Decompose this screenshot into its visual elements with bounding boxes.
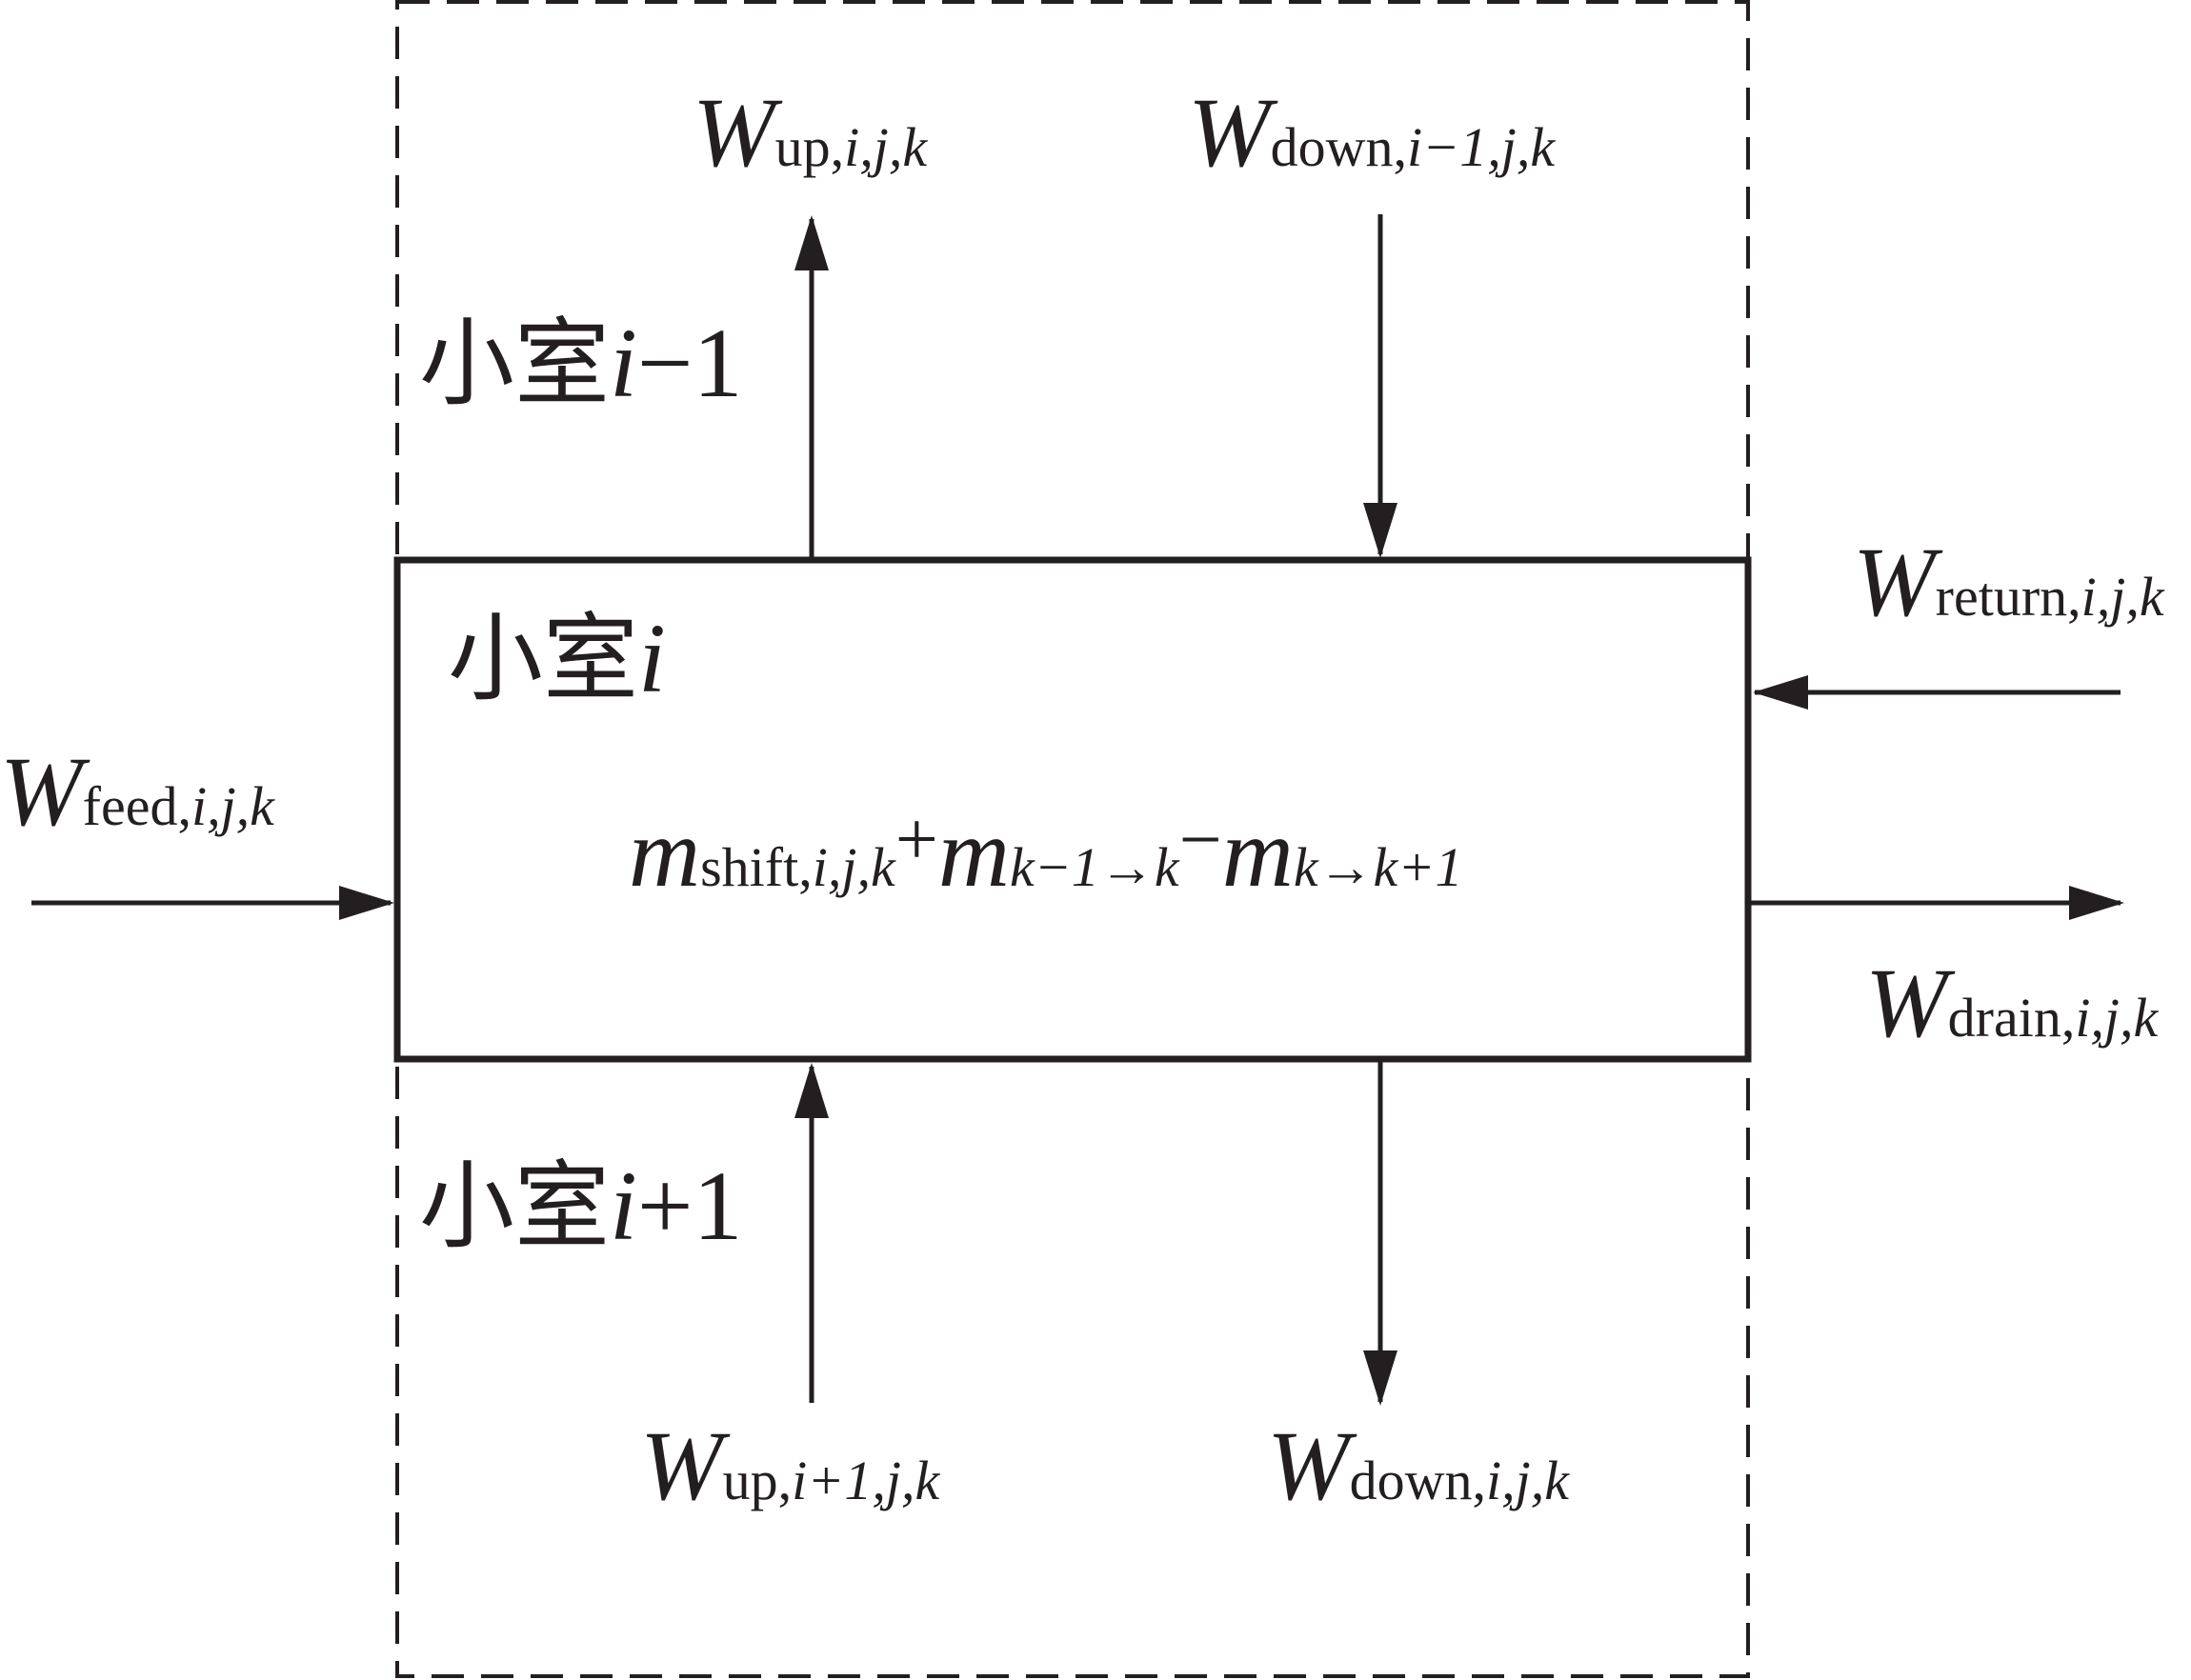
cell-box (393, 556, 1752, 1063)
label-center-cell: 小室i (448, 603, 666, 714)
label-w-feed-in: Wfeed,i,j,k (0, 737, 274, 847)
label-w-down-in: Wdown,i−1,j,k (1188, 78, 1556, 188)
label-w-up-out: Wup,i,j,k (693, 78, 928, 188)
arrowhead-down-out (1363, 1350, 1397, 1406)
arrowhead-feed-in (339, 886, 394, 920)
label-w-return-in: Wreturn,i,j,k (1853, 528, 2164, 637)
arrowhead-drain-out (2069, 886, 2124, 920)
arrowhead-return-in (1753, 675, 1808, 710)
label-w-up-in: Wup,i+1,j,k (640, 1411, 940, 1521)
mass-balance-equation: mshift,i,j,k+mk−1→k−mk→k+1 (629, 798, 1463, 908)
label-lower-cell: 小室i+1 (419, 1150, 743, 1262)
arrowhead-down-in (1363, 503, 1397, 558)
label-upper-cell: 小室i−1 (419, 308, 743, 419)
arrowhead-up-out (794, 215, 829, 270)
label-w-drain-out: Wdrain,i,j,k (1865, 949, 2159, 1058)
arrowhead-up-in (794, 1063, 829, 1118)
label-w-down-out: Wdown,i,j,k (1267, 1411, 1570, 1521)
